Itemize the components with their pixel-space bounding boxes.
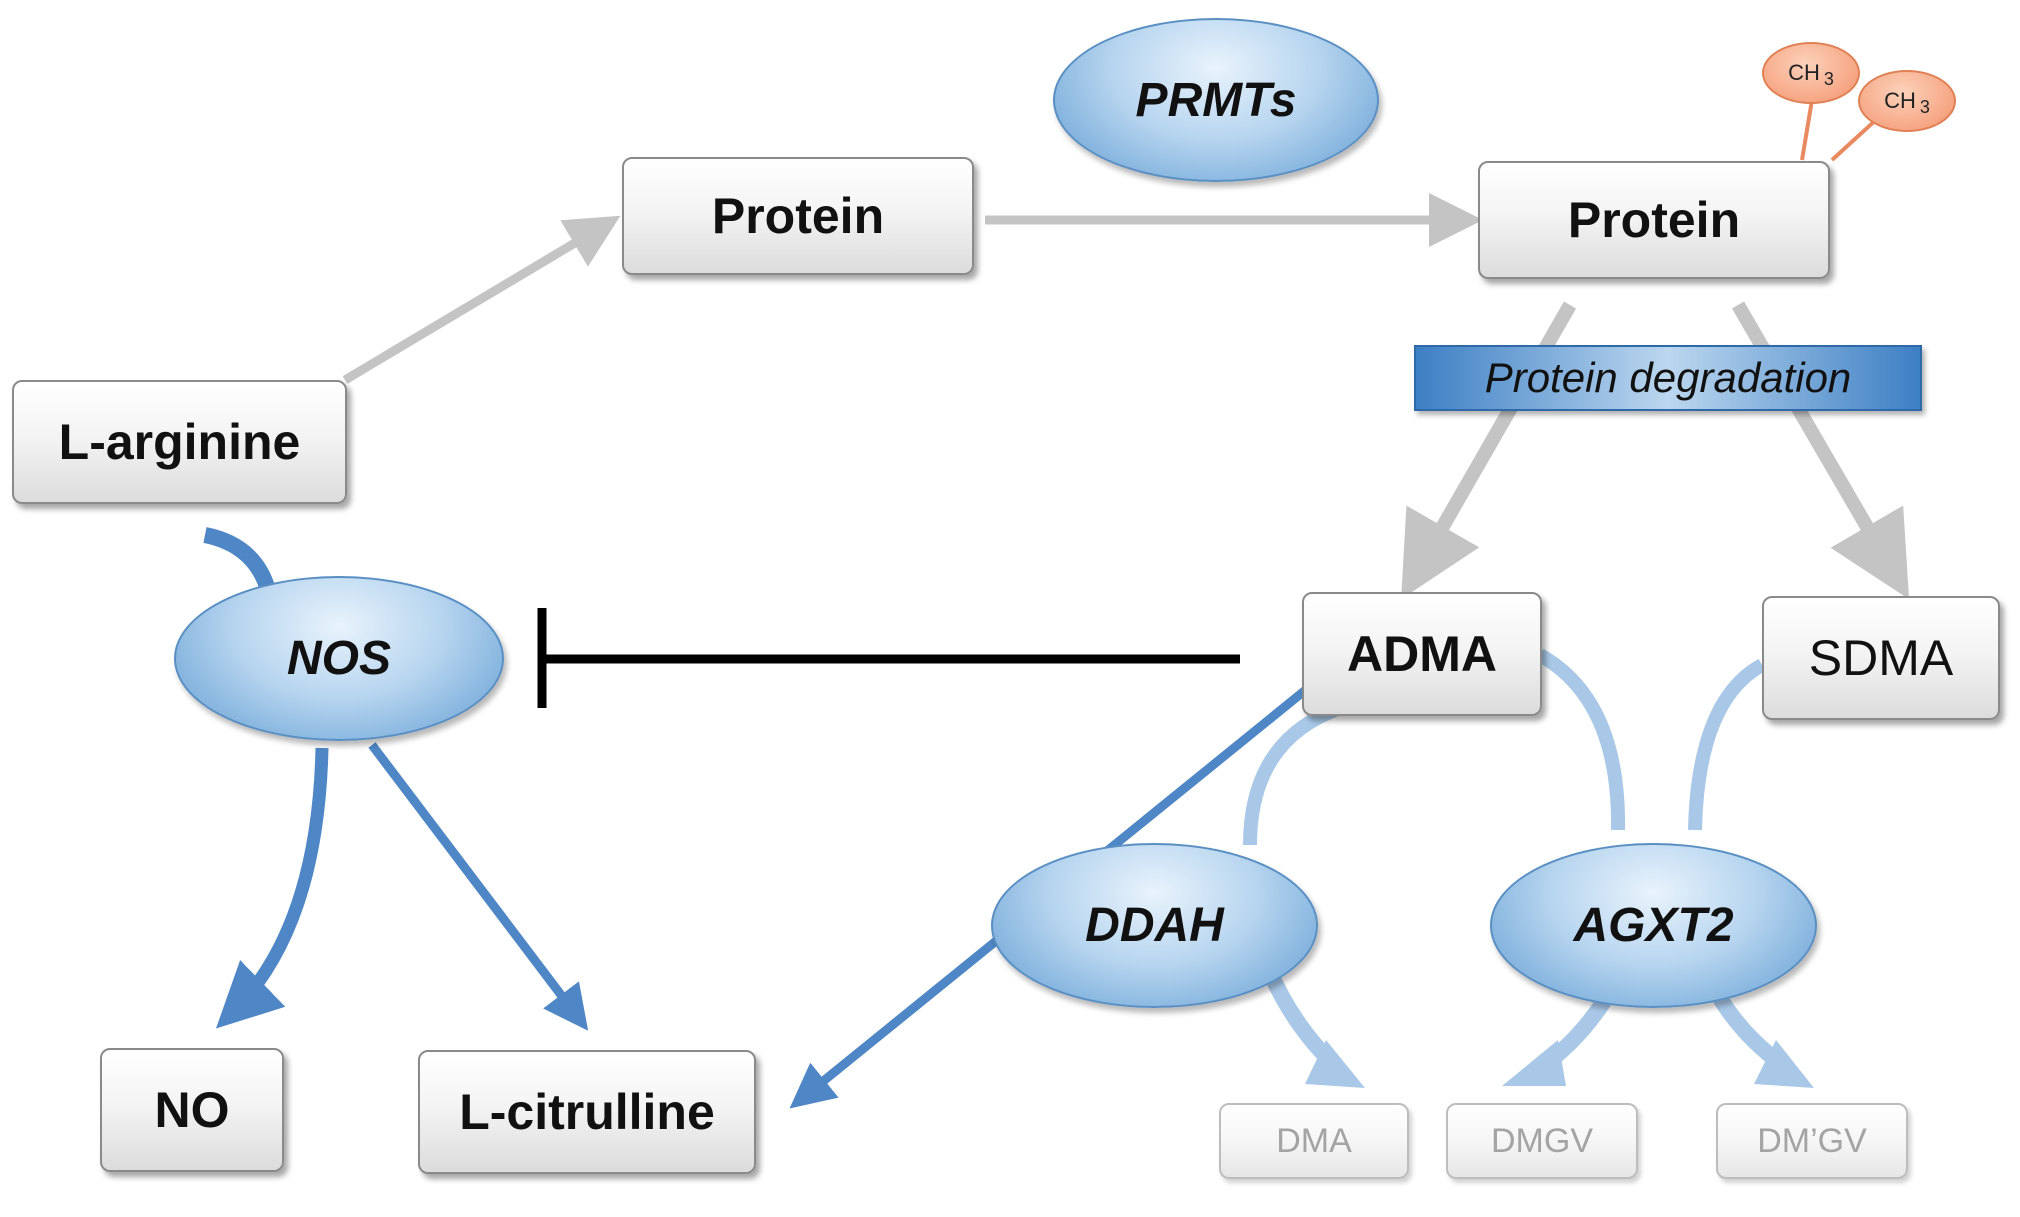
protein-node-methylated: Protein [1478, 161, 1830, 279]
methyl-group-1-subscript: 3 [1823, 68, 1834, 89]
arrow-nos-to-no [215, 747, 329, 1029]
protein-degradation-label: Protein degradation [1414, 345, 1922, 411]
prmts-enzyme: PRMTs [1053, 18, 1379, 182]
methyl-group-1-label: CH [1788, 60, 1820, 85]
methyl-bond-1 [1800, 99, 1814, 161]
curve-sdma-to-agxt2 [1688, 658, 1766, 831]
curve-adma-to-ddah [1243, 701, 1343, 846]
l-arginine-node: L-arginine [12, 380, 347, 504]
methyl-group-2-label: CH [1884, 88, 1916, 113]
arrow-larginine-to-protein [342, 215, 621, 384]
l-citrulline-node: L-citrulline [418, 1050, 756, 1174]
dmgv-node: DMGV [1446, 1103, 1638, 1179]
arrow-nos-to-lcitrulline [368, 742, 589, 1031]
curve-adma-to-agxt2 [1536, 648, 1626, 831]
ddah-enzyme: DDAH [991, 843, 1318, 1008]
methyl-bond-2 [1830, 116, 1880, 162]
protein-node-left: Protein [622, 157, 974, 275]
adma-node: ADMA [1302, 592, 1542, 716]
dm-prime-gv-node: DM’GV [1716, 1103, 1908, 1179]
sdma-node: SDMA [1762, 596, 2000, 720]
no-node: NO [100, 1048, 284, 1172]
arrow-larginine-into-nos [203, 527, 276, 593]
arrowhead-dmprimegv [1754, 1040, 1814, 1088]
dma-node: DMA [1219, 1103, 1409, 1179]
arrowhead-dmgv [1502, 1040, 1566, 1086]
nos-enzyme: NOS [174, 576, 504, 741]
methyl-group-2-subscript: 3 [1919, 96, 1930, 117]
arrowhead-dma [1305, 1040, 1365, 1088]
agxt2-enzyme: AGXT2 [1490, 843, 1817, 1008]
